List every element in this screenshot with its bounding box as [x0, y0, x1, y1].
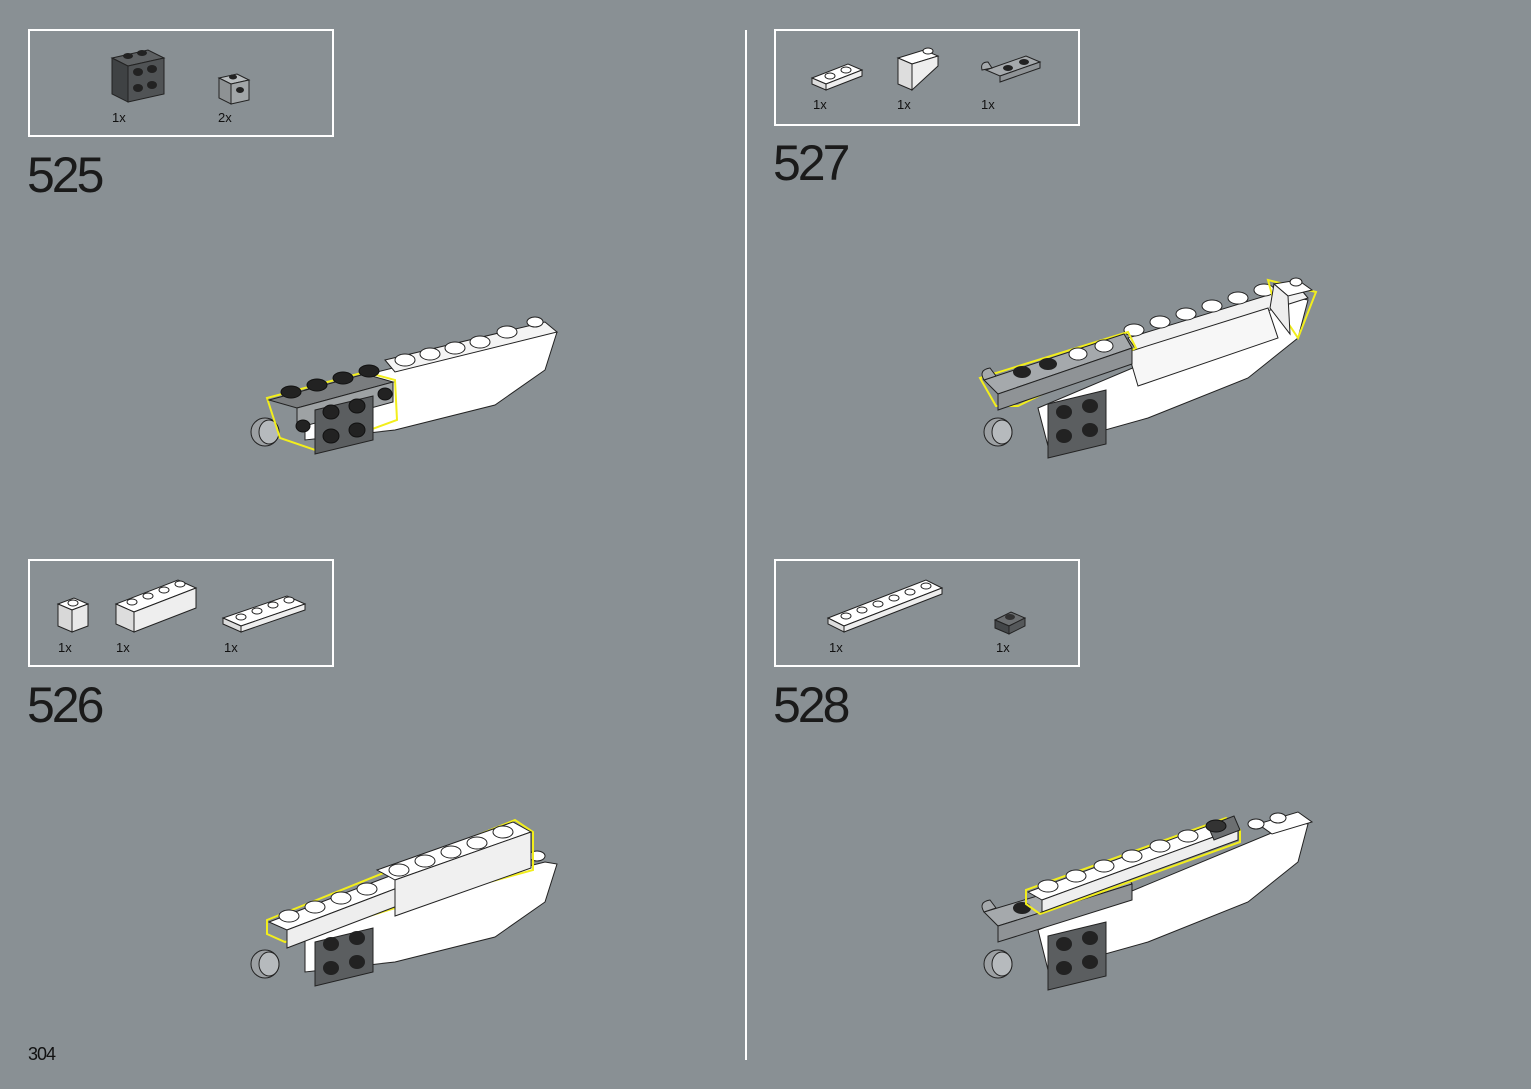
white-plate-1x2-icon	[810, 60, 866, 92]
part-qty: 2x	[218, 110, 232, 125]
dark-gray-plate-1x1-icon	[993, 608, 1027, 636]
step-number: 526	[27, 677, 104, 733]
gray-plate-clip-icon	[978, 52, 1044, 88]
page-divider	[745, 30, 747, 1060]
white-slope-inverted-icon	[894, 44, 946, 94]
part-qty: 1x	[829, 640, 843, 655]
white-plate-1x6-icon	[826, 576, 946, 636]
step-number: 527	[773, 135, 850, 191]
page-number: 304	[28, 1044, 56, 1064]
part-qty: 1x	[897, 97, 911, 112]
part-qty: 1x	[996, 640, 1010, 655]
part-qty: 1x	[224, 640, 238, 655]
parts-callout-525	[28, 29, 334, 137]
gray-bracket-1x1-icon	[215, 70, 255, 106]
step-number: 525	[27, 147, 104, 203]
boat-hull-step-528	[978, 800, 1328, 1000]
part-qty: 1x	[112, 110, 126, 125]
step-number: 528	[773, 677, 850, 733]
white-plate-1x4-icon	[221, 590, 309, 634]
boat-hull-step-525	[245, 310, 565, 465]
boat-hull-step-527	[978, 268, 1328, 468]
dark-gray-bracket-2x2-icon	[108, 44, 168, 106]
part-qty: 1x	[58, 640, 72, 655]
boat-hull-step-526	[245, 812, 565, 997]
white-brick-1x4-icon	[114, 576, 200, 634]
part-qty: 1x	[813, 97, 827, 112]
white-brick-1x1-icon	[56, 596, 92, 634]
part-qty: 1x	[981, 97, 995, 112]
part-qty: 1x	[116, 640, 130, 655]
parts-callout-528	[774, 559, 1080, 667]
